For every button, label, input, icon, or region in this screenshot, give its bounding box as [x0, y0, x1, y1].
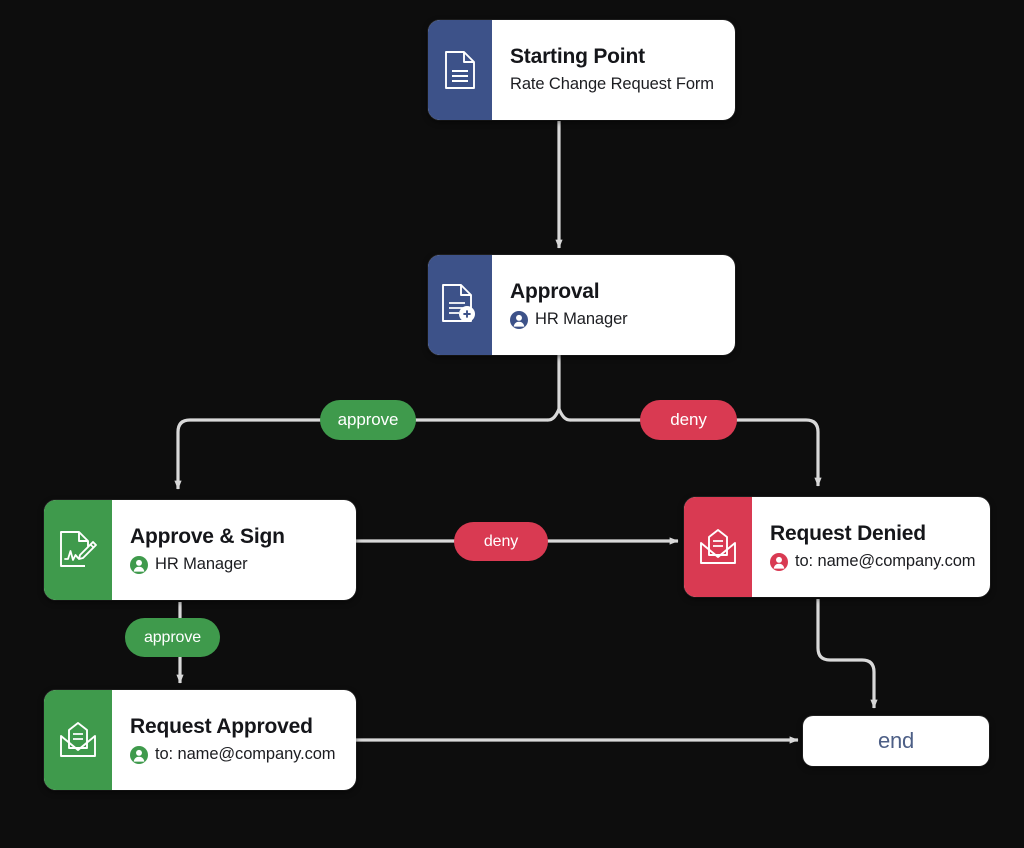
edge-label-approval-approve[interactable]: approve	[320, 400, 416, 440]
end-label: end	[877, 728, 915, 753]
document-icon	[428, 20, 492, 120]
edge-label-sign-approve[interactable]: approve	[125, 618, 220, 657]
node-subtitle: to: name@company.com	[795, 551, 976, 570]
edge-label-approval-deny[interactable]: deny	[640, 400, 737, 440]
node-end[interactable]: end	[803, 716, 989, 766]
node-title: Approve & Sign	[130, 525, 285, 549]
node-subtitle-row: HR Manager	[510, 310, 721, 330]
node-subtitle-row: to: name@company.com	[130, 745, 342, 765]
node-subtitle-row: Rate Change Request Form	[510, 75, 721, 95]
document-add-icon	[428, 255, 492, 355]
envelope-open-icon	[684, 497, 752, 597]
avatar-icon	[130, 555, 148, 574]
node-text-block: Request Denied to: name@company.com	[752, 497, 990, 597]
node-approve-and-sign[interactable]: Approve & Sign HR Manager	[44, 500, 356, 600]
node-subtitle-row: HR Manager	[130, 555, 342, 575]
avatar-icon	[130, 745, 148, 764]
envelope-open-icon	[44, 690, 112, 790]
node-title: Request Denied	[770, 522, 926, 546]
node-approval[interactable]: Approval HR Manager	[428, 255, 735, 355]
node-text-block: Approve & Sign HR Manager	[112, 500, 356, 600]
node-request-approved[interactable]: Request Approved to: name@company.com	[44, 690, 356, 790]
node-subtitle: Rate Change Request Form	[510, 74, 714, 93]
edge-label-text: approve	[337, 410, 399, 429]
edge-split-junction	[546, 404, 572, 422]
edge-denied-to-end	[816, 599, 878, 709]
node-text-block: Starting Point Rate Change Request Form	[492, 20, 735, 120]
avatar-icon	[510, 310, 528, 329]
node-subtitle: to: name@company.com	[155, 744, 336, 763]
edge-label-sign-deny[interactable]: deny	[454, 522, 548, 561]
node-subtitle: HR Manager	[155, 554, 248, 573]
node-subtitle: HR Manager	[535, 309, 628, 328]
node-starting-point[interactable]: Starting Point Rate Change Request Form	[428, 20, 735, 120]
node-title: Starting Point	[510, 45, 645, 69]
edge-label-text: deny	[483, 532, 519, 550]
edge-label-text: approve	[143, 628, 202, 646]
document-sign-icon	[44, 500, 112, 600]
node-text-block: Approval HR Manager	[492, 255, 735, 355]
node-title: Request Approved	[130, 715, 313, 739]
avatar-icon	[770, 552, 788, 571]
node-text-block: Request Approved to: name@company.com	[112, 690, 356, 790]
node-request-denied[interactable]: Request Denied to: name@company.com	[684, 497, 990, 597]
node-subtitle-row: to: name@company.com	[770, 552, 976, 572]
node-title: Approval	[510, 280, 600, 304]
edge-label-text: deny	[670, 410, 707, 429]
